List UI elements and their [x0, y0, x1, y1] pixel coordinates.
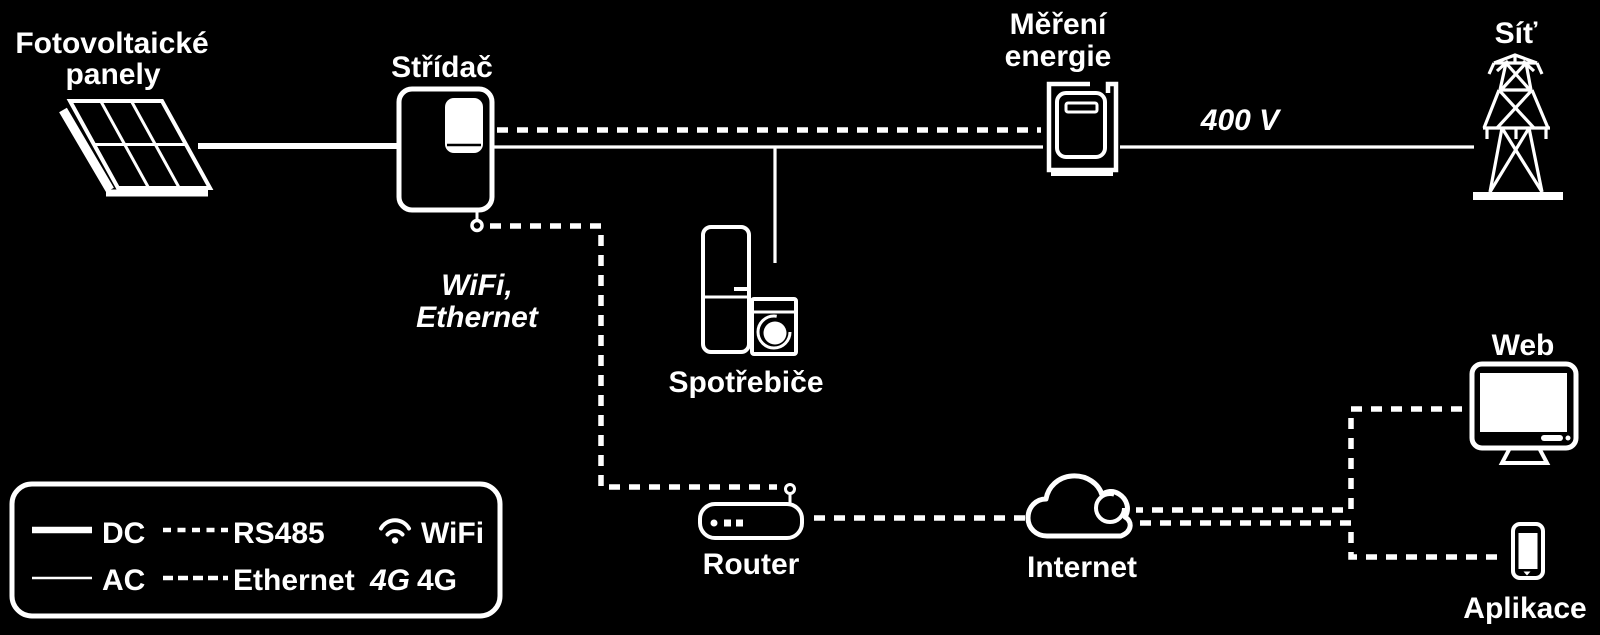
panels-label-line2: panely	[65, 58, 160, 91]
legend-dc-label: DC	[102, 517, 145, 550]
inverter-label: Střídač	[391, 51, 493, 84]
panels-label-line1: Fotovoltaické	[15, 27, 208, 60]
comms-label-line2: Ethernet	[416, 301, 540, 334]
wifi-icon	[379, 518, 411, 544]
legend-rs485-label: RS485	[233, 517, 325, 550]
router-icon	[698, 483, 804, 540]
legend-ac-label: AC	[102, 564, 145, 597]
energy-meter-icon	[1046, 81, 1119, 176]
connection-lines	[198, 127, 1500, 560]
internet-label: Internet	[1027, 551, 1137, 584]
solar-panel-icon	[59, 99, 214, 197]
cloud-icon	[1025, 473, 1133, 539]
legend-box	[9, 481, 503, 619]
router-label: Router	[703, 548, 800, 581]
grid-tower-icon	[1473, 53, 1563, 200]
legend-wifi-label: WiFi	[421, 517, 484, 550]
legend-ethernet-label: Ethernet	[233, 564, 355, 597]
appliances-label: Spotřebiče	[668, 366, 823, 399]
ethernet-line-inverter-router	[490, 223, 777, 490]
meter-label-line1: Měření	[1010, 8, 1108, 41]
voltage-label: 400 V	[1200, 104, 1282, 137]
monitor-icon	[1469, 361, 1579, 465]
legend: DC RS485 WiFi AC Ethernet 4G 4G	[9, 481, 503, 619]
ethernet-line-internet-app	[1140, 520, 1500, 560]
4g-icon: 4G	[369, 564, 410, 597]
ethernet-line-internet-web	[1136, 406, 1462, 513]
comms-label-line1: WiFi,	[441, 269, 512, 302]
fridge-icon	[701, 225, 751, 354]
washing-machine-icon	[750, 297, 798, 356]
legend-4g-label: 4G	[417, 564, 457, 597]
meter-label-line2: energie	[1005, 40, 1112, 73]
app-label: Aplikace	[1463, 592, 1586, 625]
web-label: Web	[1492, 329, 1555, 362]
inverter-icon	[396, 86, 495, 233]
smartphone-icon	[1511, 522, 1545, 580]
grid-label: Síť	[1495, 17, 1538, 50]
